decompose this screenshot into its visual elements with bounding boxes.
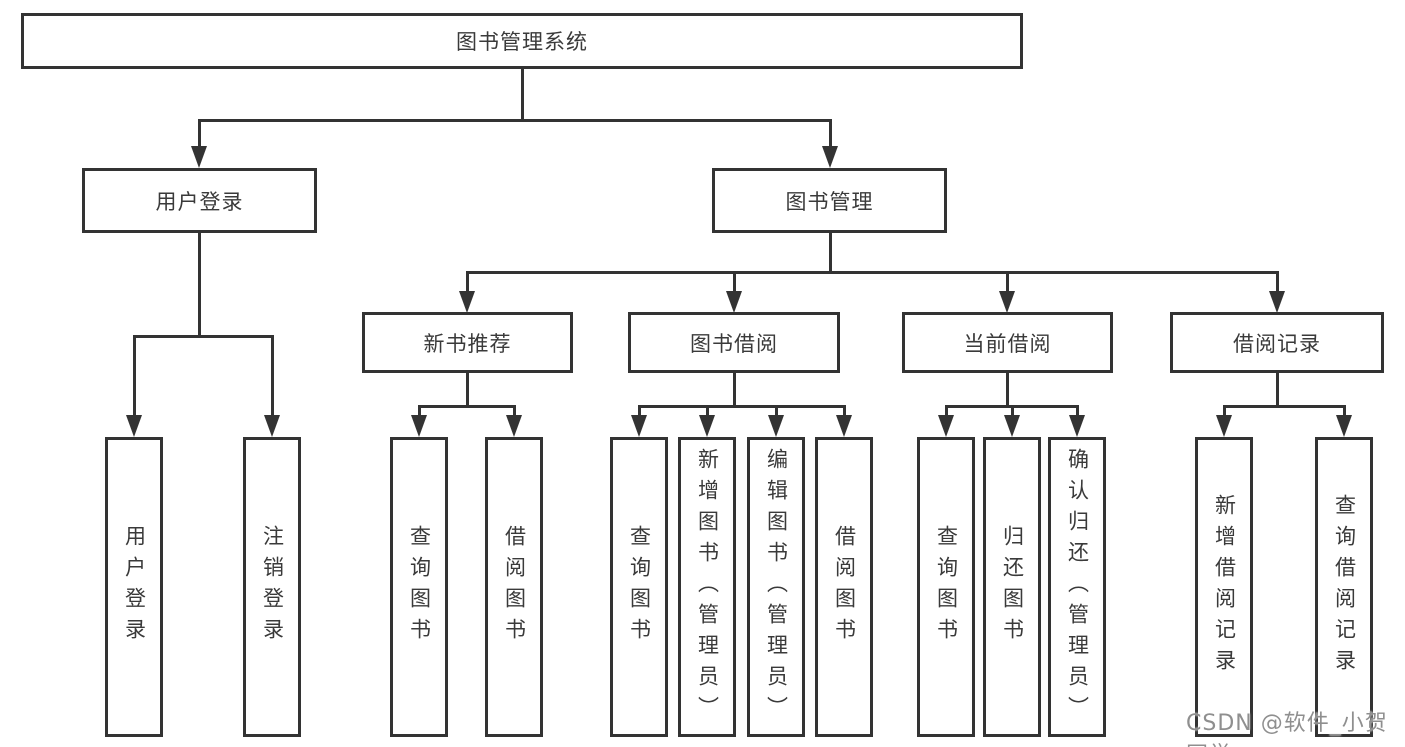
connector-current-borrowing-drop-3 — [1076, 405, 1079, 418]
node-book-management-label: 图书管理 — [785, 189, 874, 214]
leaf-add-borrow-record: 新增借阅记录 — [1195, 437, 1253, 737]
leaf-logout: 注销登录 — [243, 437, 301, 737]
leaf-edit-book-admin: 编辑图书（管理员） — [747, 437, 805, 737]
arrow-down-icon — [264, 415, 280, 437]
connector-book-management-drop-1 — [466, 271, 469, 294]
leaf-borrow-books-recommend-label: 借阅图书 — [502, 525, 527, 649]
leaf-add-borrow-record-label: 新增借阅记录 — [1212, 494, 1237, 680]
node-borrowing-records-label: 借阅记录 — [1233, 331, 1321, 356]
connector-root-stem — [521, 69, 524, 122]
arrow-down-icon — [822, 146, 838, 168]
connector-book-management-drop-4 — [1276, 271, 1279, 294]
leaf-query-books-current: 查询图书 — [917, 437, 975, 737]
arrow-down-icon — [768, 415, 784, 437]
connector-book-management-rail — [466, 271, 1279, 274]
leaf-logout-label: 注销登录 — [260, 525, 285, 649]
connector-root-rail — [198, 119, 832, 122]
connector-book-borrowing-stem — [733, 373, 736, 408]
connector-borrowing-records-rail — [1223, 405, 1346, 408]
leaf-query-books-borrowing: 查询图书 — [610, 437, 668, 737]
connector-user-login-rail — [133, 335, 274, 338]
leaf-return-books: 归还图书 — [983, 437, 1041, 737]
connector-current-borrowing-stem — [1006, 373, 1009, 408]
leaf-user-login-label: 用户登录 — [122, 525, 147, 649]
connector-book-borrowing-drop-4 — [843, 405, 846, 418]
arrow-down-icon — [1004, 415, 1020, 437]
arrow-down-icon — [459, 291, 475, 313]
arrow-down-icon — [999, 291, 1015, 313]
leaf-query-books-current-label: 查询图书 — [934, 525, 959, 649]
node-book-borrowing: 图书借阅 — [628, 312, 840, 373]
leaf-query-borrow-record: 查询借阅记录 — [1315, 437, 1373, 737]
leaf-borrow-books-recommend: 借阅图书 — [485, 437, 543, 737]
connector-book-borrowing-drop-2 — [706, 405, 709, 418]
connector-user-login-drop-1 — [133, 335, 136, 420]
node-current-borrowing-label: 当前借阅 — [963, 331, 1052, 356]
connector-book-borrowing-drop-3 — [775, 405, 778, 418]
connector-current-borrowing-drop-2 — [1011, 405, 1014, 418]
arrow-down-icon — [191, 146, 207, 168]
leaf-query-books-recommend: 查询图书 — [390, 437, 448, 737]
connector-root-drop-right — [829, 119, 832, 149]
connector-root-drop-left — [198, 119, 201, 149]
connector-new-book-recommend-drop-1 — [418, 405, 421, 418]
leaf-borrow-books: 借阅图书 — [815, 437, 873, 737]
connector-current-borrowing-drop-1 — [945, 405, 948, 418]
leaf-borrow-books-label: 借阅图书 — [832, 525, 857, 649]
connector-borrowing-records-drop-2 — [1343, 405, 1346, 418]
leaf-query-books-borrowing-label: 查询图书 — [627, 525, 652, 649]
arrow-down-icon — [411, 415, 427, 437]
connector-book-management-stem — [829, 233, 832, 274]
arrow-down-icon — [1069, 415, 1085, 437]
arrow-down-icon — [699, 415, 715, 437]
connector-user-login-stem — [198, 233, 201, 338]
connector-borrowing-records-stem — [1276, 373, 1279, 408]
leaf-return-books-label: 归还图书 — [1000, 525, 1025, 649]
connector-new-book-recommend-drop-2 — [513, 405, 516, 418]
connector-borrowing-records-drop-1 — [1223, 405, 1226, 418]
node-user-login-label: 用户登录 — [155, 189, 244, 214]
leaf-confirm-return-admin: 确认归还（管理员） — [1048, 437, 1106, 737]
node-user-login: 用户登录 — [82, 168, 317, 233]
leaf-user-login: 用户登录 — [105, 437, 163, 737]
connector-user-login-drop-2 — [271, 335, 274, 420]
arrow-down-icon — [726, 291, 742, 313]
arrow-down-icon — [506, 415, 522, 437]
arrow-down-icon — [1269, 291, 1285, 313]
arrow-down-icon — [836, 415, 852, 437]
node-book-borrowing-label: 图书借阅 — [690, 331, 778, 356]
node-root-label: 图书管理系统 — [456, 30, 588, 54]
node-new-book-recommend-label: 新书推荐 — [423, 331, 512, 356]
connector-book-management-drop-2 — [733, 271, 736, 294]
node-new-book-recommend: 新书推荐 — [362, 312, 573, 373]
node-root: 图书管理系统 — [21, 13, 1023, 69]
leaf-query-books-recommend-label: 查询图书 — [407, 525, 432, 649]
leaf-confirm-return-admin-label: 确认归还（管理员） — [1065, 447, 1090, 727]
leaf-query-borrow-record-label: 查询借阅记录 — [1332, 494, 1357, 680]
node-book-management: 图书管理 — [712, 168, 947, 233]
leaf-edit-book-admin-label: 编辑图书（管理员） — [764, 447, 789, 727]
connector-new-book-recommend-stem — [466, 373, 469, 408]
connector-book-borrowing-drop-1 — [638, 405, 641, 418]
watermark: CSDN @软件_小贺同学 — [1186, 711, 1388, 747]
arrow-down-icon — [126, 415, 142, 437]
connector-new-book-recommend-rail — [418, 405, 516, 408]
arrow-down-icon — [1336, 415, 1352, 437]
arrow-down-icon — [938, 415, 954, 437]
node-current-borrowing: 当前借阅 — [902, 312, 1113, 373]
node-borrowing-records: 借阅记录 — [1170, 312, 1384, 373]
leaf-add-book-admin-label: 新增图书（管理员） — [695, 447, 720, 727]
arrow-down-icon — [631, 415, 647, 437]
connector-book-management-drop-3 — [1006, 271, 1009, 294]
connector-book-borrowing-rail — [638, 405, 846, 408]
arrow-down-icon — [1216, 415, 1232, 437]
leaf-add-book-admin: 新增图书（管理员） — [678, 437, 736, 737]
